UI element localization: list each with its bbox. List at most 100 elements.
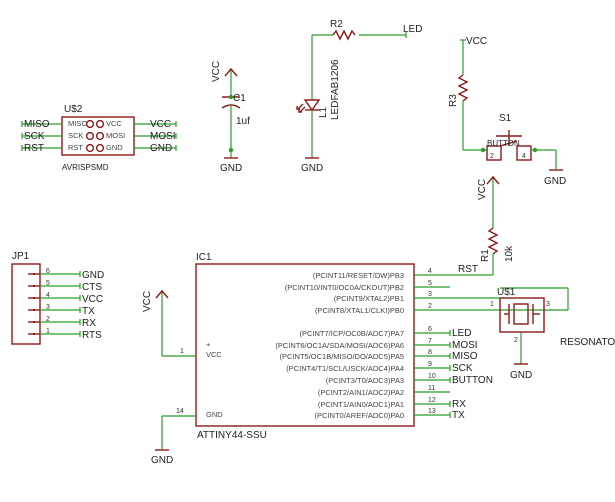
led-value: LEDFAB1206 [330,59,341,120]
resonator-pin2: 2 [514,337,518,344]
mcu-pin-net: TX [452,410,465,421]
jp1-pin-net: RTS [82,330,102,341]
mcu-pin-num: 12 [428,397,436,404]
led-circuit: R2 LED L1 LEDFAB1206 GND [296,19,422,174]
mcu-pin-num: 10 [428,373,436,380]
reset-circuit: VCC R1 10k RST [414,175,515,276]
r1-vcc-label: VCC [477,179,488,200]
mcu-pin-label: (PCINT9/XTAL2)PB1 [334,294,404,303]
jp1-pin-net: GND [82,270,104,281]
isp-pin-left-3: RST [68,143,83,152]
mcu-pin-num: 5 [428,280,432,287]
mcu-pin-label: (PCINT4/T1/SCL/USCK/ADC4)PA4 [286,364,404,373]
capacitor-c1: VCC C1 1uf GND [211,61,250,174]
s1-name: S1 [499,113,512,124]
isp-net-right-2: MOSI [150,131,176,142]
isp-header-u2: U$2 AVRISPSMD MISO SCK RST MISO SCK RST … [21,104,177,172]
mcu-pin-label: (PCINT1/AIN0/ADC1)PA1 [318,400,404,409]
r3-resistor-icon [457,74,469,102]
isp-pin-left-1: MISO [68,119,87,128]
c1-value: 1uf [236,116,250,127]
mcu-vcc-pin-label: VCC [206,350,222,359]
isp-net-left-1: MISO [24,119,50,130]
isp-pin-right-2: MOSI [106,131,125,140]
mcu-pin-label: (PCINT3/T0/ADC3)PA3 [326,376,404,385]
s1-gnd-label: GND [544,176,566,187]
mcu-vcc-pin-num: 1 [180,348,184,355]
resonator-pin3: 3 [546,301,550,308]
resonator-pin1: 1 [490,301,494,308]
mcu-plus: + [206,340,211,349]
jp1-body [11,263,41,345]
isp-pin-right-3: GND [106,143,123,152]
isp-value: AVRISPSMD [62,163,109,172]
jp1-pin-net: CTS [82,282,102,293]
r1-value: 10k [504,245,515,262]
r3-name: R3 [448,94,459,107]
mcu-pin-label: (PCINT2/AIN1/ADC2)PA2 [318,388,404,397]
mcu-pin-net: SCK [452,363,473,374]
vcc-arrow-icon [486,175,500,185]
r2-name: R2 [330,19,343,30]
jp1-pin-num: 5 [46,280,50,287]
resonator-value: RESONATOR [560,337,615,348]
mcu-pin-label: (PCINT7/ICP/OC0B/ADC7)PA7 [300,329,404,338]
r1-resistor-icon [487,227,499,255]
mcu-gnd-pin-label: GND [206,410,223,419]
led-net-label: LED [403,24,422,35]
led-diode-icon [303,99,321,112]
mcu-pin-num: 9 [428,361,432,368]
mcu-gnd-net: GND [151,455,173,466]
mcu-pin-num: 6 [428,326,432,333]
mcu-gnd-pin-num: 14 [176,408,184,415]
mcu-pin-net: BUTTON [452,375,493,386]
jp1-pin-num: 1 [46,328,50,335]
mcu-pin-num: 7 [428,338,432,345]
mcu-pin-label: (PCINT6/OC1A/SDA/MOSI/ADC6)PA6 [275,341,404,350]
jp1-pin-num: 4 [46,292,50,299]
mcu-pin-num: 3 [428,291,432,298]
mcu-pin-net: MISO [452,351,478,362]
mcu-vcc-net: VCC [142,291,153,312]
jp1-pin-net: RX [82,318,96,329]
mcu-pin-num: 8 [428,349,432,356]
rst-net-label: RST [458,264,478,275]
r2-resistor-icon [332,29,356,41]
vcc-arrow-icon [224,67,238,77]
jp1-pin-net: VCC [82,294,103,305]
mcu-pin-net: LED [452,328,471,339]
mcu-pin-num: 13 [428,408,436,415]
button-circuit: VCC R3 S1 BUTTON 2 4 GND [448,36,566,187]
mcu-pin-net: RX [452,399,466,410]
s1-pin-a: 2 [490,153,494,160]
mcu-pin-num: 2 [428,303,432,310]
led-gnd-label: GND [301,163,323,174]
isp-net-right-1: VCC [150,119,171,130]
isp-pin-left-2: SCK [68,131,83,140]
mcu-pin-label: (PCINT5/OC1B/MISO/DO/ADC5)PA5 [280,352,404,361]
mcu-ic1: IC1 ATTINY44-SSU + VCC GND VCC 1 14 GND … [142,252,569,466]
jp1-pin-net: TX [82,306,95,317]
jp1-pin-num: 6 [46,268,50,275]
r3-vcc-label: VCC [466,36,487,47]
mcu-pin-net: MOSI [452,340,478,351]
mcu-pin-label: (PCINT8/XTAL1/CLKI)PB0 [315,306,404,315]
mcu-pin-num: 11 [428,385,435,392]
vcc-arrow-icon [155,289,169,299]
c1-vcc-label: VCC [211,61,222,82]
s1-label: BUTTON [487,139,520,148]
jp1-name: JP1 [12,251,30,262]
isp-net-right-3: GND [150,143,172,154]
led-name: L1 [318,106,329,118]
crystal-icon [513,303,529,325]
mcu-pin-label: (PCINT0/AREF/ADC0)PA0 [315,411,404,420]
mcu-pin-num: 4 [428,268,432,275]
resonator-name: U$1 [497,287,516,298]
resonator-u1: U$1 1 3 2 RESONATOR GND [490,287,615,381]
c1-gnd-label: GND [220,163,242,174]
mcu-pin-label: (PCINT11/RESET/DW)PB3 [313,271,404,280]
resonator-body [499,297,545,333]
isp-name: U$2 [64,104,83,115]
